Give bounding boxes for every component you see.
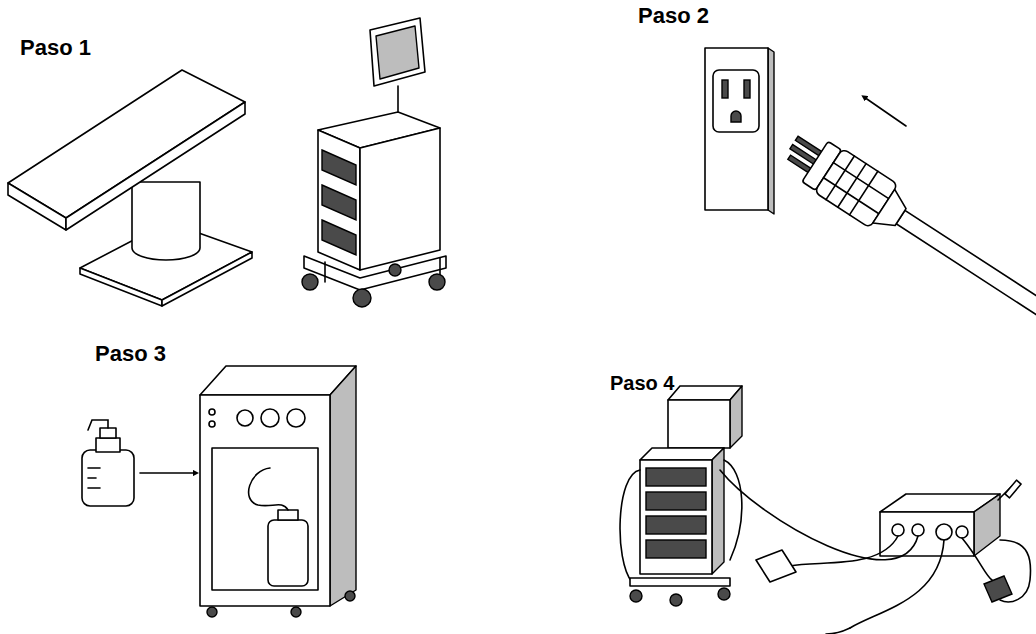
return-pad	[756, 550, 796, 582]
insert-arrow	[864, 97, 906, 126]
suction-cabinet	[200, 366, 356, 617]
cables	[720, 470, 1031, 634]
wall-outlet	[705, 48, 774, 214]
insert-arrow	[140, 472, 196, 474]
operating-table	[8, 70, 252, 306]
bottle	[82, 420, 134, 506]
step-label: Paso 4	[610, 372, 674, 394]
step-label: Paso 1	[20, 36, 91, 60]
foot-switch	[984, 576, 1012, 602]
electrosurgical-unit	[880, 494, 1000, 556]
step-label: Paso 3	[95, 342, 166, 366]
step-label: Paso 2	[638, 4, 709, 28]
video-cart	[620, 386, 742, 606]
power-plug	[777, 124, 1036, 347]
pencil-electrode	[1005, 480, 1021, 498]
equipment-cart	[302, 18, 446, 307]
